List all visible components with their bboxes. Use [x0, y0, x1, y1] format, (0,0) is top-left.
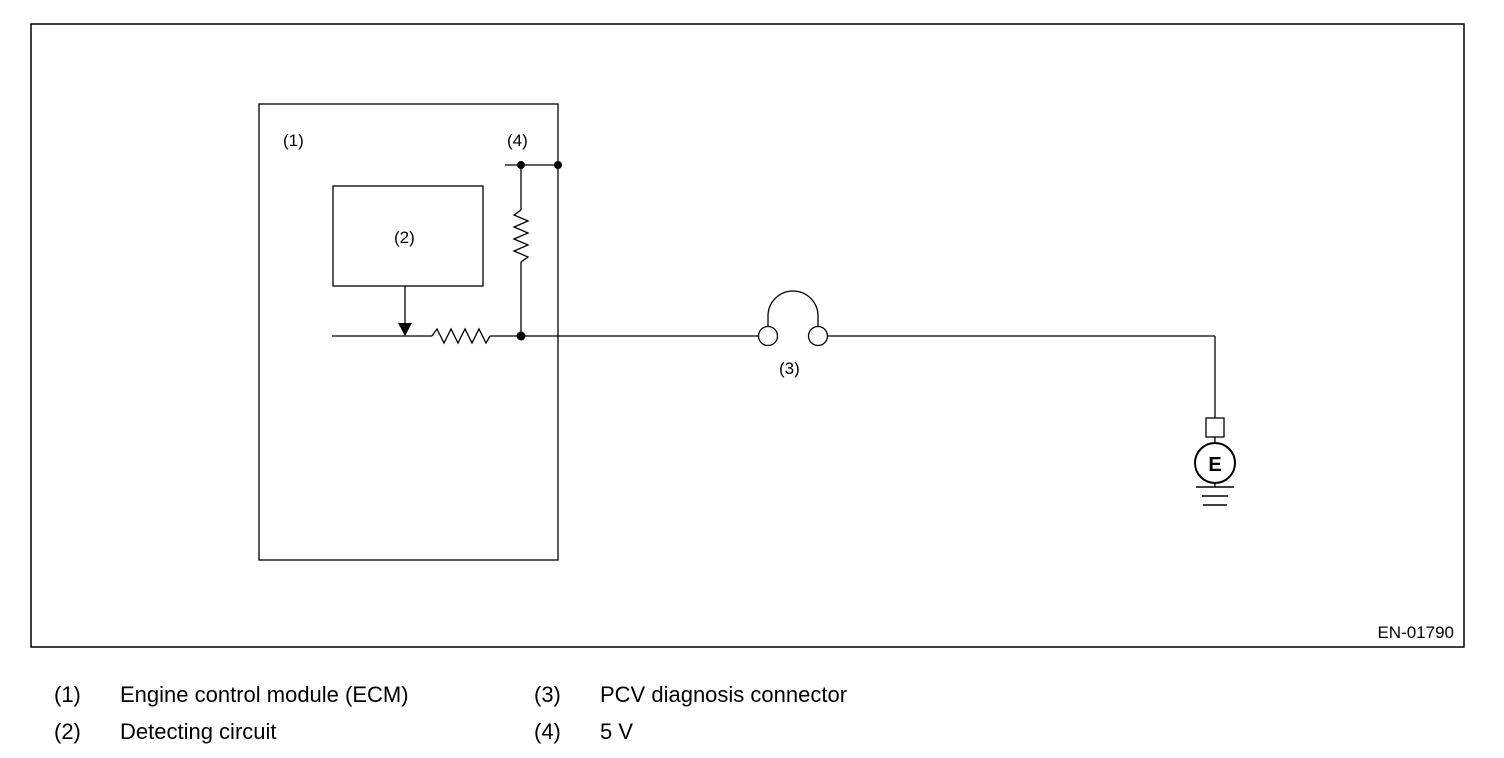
ecm-box: [258, 103, 559, 561]
diagram-frame: [30, 23, 1465, 648]
connector-right-terminal: [807, 325, 829, 347]
connector-left-terminal: [757, 325, 779, 347]
legend-text: 5 V: [600, 719, 634, 744]
connector-bridge: [767, 290, 819, 326]
detecting-circuit-box: [332, 185, 484, 287]
detecting-circuit-label: (2): [394, 228, 415, 247]
legend-text: Engine control module (ECM): [120, 682, 409, 707]
connector-label: (3): [779, 359, 800, 378]
legend-number: (2): [54, 719, 81, 744]
ground-letter: E: [1208, 454, 1221, 476]
legend-item-4: (4) 5 V: [534, 719, 964, 745]
pullup-resistor: [512, 209, 530, 263]
ecm-label: (1): [283, 131, 304, 150]
legend-text: PCV diagnosis connector: [600, 682, 848, 707]
legend-number: (1): [54, 682, 81, 707]
legend-item-1: (1) Engine control module (ECM): [54, 682, 484, 708]
legend-number: (3): [534, 682, 561, 707]
legend-text: Detecting circuit: [120, 719, 277, 744]
legend-number: (4): [534, 719, 561, 744]
supply-terminal-dot: [554, 161, 562, 169]
figure-code: EN-01790: [1377, 623, 1454, 642]
wiring-diagram: (1) (2) (4) (3) E EN-01790: [30, 23, 1465, 648]
legend-item-3: (3) PCV diagnosis connector: [534, 682, 964, 708]
ground-terminal-block: [1205, 417, 1225, 438]
legend-item-2: (2) Detecting circuit: [54, 719, 484, 745]
series-resistor: [431, 327, 491, 345]
detect-arrow-head: [398, 323, 412, 336]
five-volt-label: (4): [507, 131, 528, 150]
